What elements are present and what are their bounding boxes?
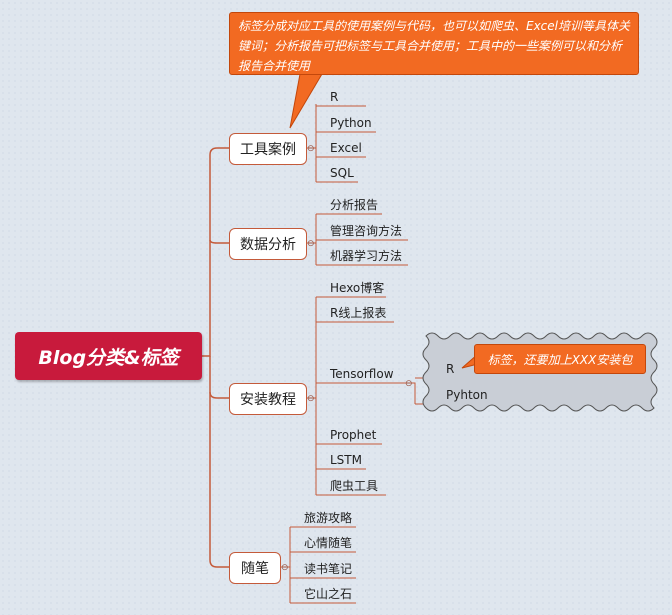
- branch-notes[interactable]: 随笔: [229, 552, 281, 584]
- leaf-tensorflow-r[interactable]: R: [446, 362, 455, 376]
- root-topic[interactable]: Blog分类&标签: [15, 332, 202, 380]
- leaf-analysis-ml[interactable]: 机器学习方法: [330, 249, 403, 263]
- collapse-icon[interactable]: ⊖: [307, 144, 315, 154]
- leaf-install-lstm[interactable]: LSTM: [330, 453, 362, 467]
- leaf-notes-mood[interactable]: 心情随笔: [304, 536, 353, 550]
- branch-tools[interactable]: 工具案例: [229, 133, 307, 165]
- leaf-tensorflow-pyhton[interactable]: Pyhton: [446, 388, 488, 402]
- leaf-install-rreport[interactable]: R线上报表: [330, 306, 387, 320]
- leaf-notes-travel[interactable]: 旅游攻略: [304, 511, 353, 525]
- leaf-tools-excel[interactable]: Excel: [330, 141, 362, 155]
- leaf-notes-reading[interactable]: 读书笔记: [304, 562, 353, 576]
- leaf-install-hexo[interactable]: Hexo博客: [330, 281, 385, 295]
- collapse-icon[interactable]: ⊖: [307, 394, 315, 404]
- leaf-tools-python[interactable]: Python: [330, 116, 372, 130]
- leaf-analysis-report[interactable]: 分析报告: [330, 198, 379, 212]
- leaf-notes-others[interactable]: 它山之石: [304, 587, 353, 601]
- tools-note-callout[interactable]: 标签分成对应工具的使用案例与代码，也可以如爬虫、Excel培训等具体关键词；分析…: [229, 12, 639, 75]
- leaf-install-tensorflow[interactable]: Tensorflow: [330, 367, 394, 381]
- leaf-tools-sql[interactable]: SQL: [330, 166, 354, 180]
- leaf-analysis-consulting[interactable]: 管理咨询方法: [330, 224, 403, 238]
- collapse-icon[interactable]: ⊖: [405, 379, 413, 389]
- branch-install[interactable]: 安装教程: [229, 383, 307, 415]
- collapse-icon[interactable]: ⊖: [307, 239, 315, 249]
- leaf-install-prophet[interactable]: Prophet: [330, 428, 377, 442]
- tensorflow-note-callout[interactable]: 标签，还要加上XXX安装包: [474, 344, 646, 374]
- branch-analysis[interactable]: 数据分析: [229, 228, 307, 260]
- connector-root-analysis: [209, 239, 229, 244]
- collapse-icon[interactable]: ⊖: [281, 563, 289, 573]
- connector-root-notes: [209, 392, 229, 568]
- connector-root-install: [209, 356, 229, 399]
- connector-root-tools: [202, 147, 229, 357]
- callout-pointer: [289, 73, 323, 129]
- leaf-tools-r[interactable]: R: [330, 90, 339, 104]
- leaf-install-crawler[interactable]: 爬虫工具: [330, 479, 379, 493]
